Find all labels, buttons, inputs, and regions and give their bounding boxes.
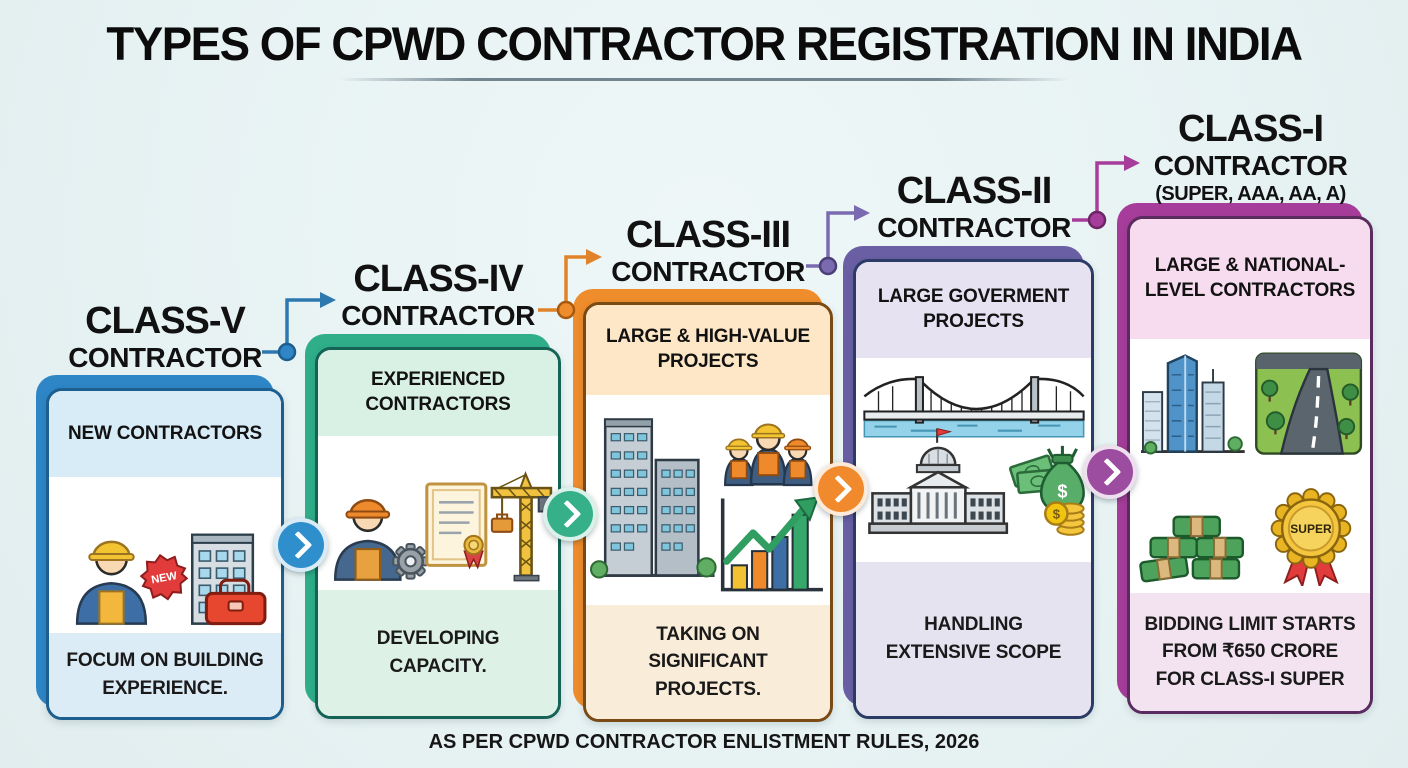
gold-coin-dollar: $ xyxy=(1052,507,1060,522)
class-v-heading-line1: CLASS-V xyxy=(85,300,246,342)
class-i-heading-line1: CLASS-I xyxy=(1178,108,1324,150)
step-arrow-iv-to-iii xyxy=(543,487,597,541)
class-ii-heading: CLASS-II CONTRACTOR xyxy=(844,172,1104,242)
skyscrapers-icon xyxy=(1141,354,1245,455)
class-iii-card: LARGE & HIGH-VALUE PROJECTS xyxy=(573,289,833,722)
class-i-description: BIDDING LIMIT STARTS FROM ₹650 CRORE FOR… xyxy=(1130,593,1370,711)
class-ii-card: LARGE GOVERMENT PROJECTS xyxy=(843,246,1094,719)
class-iii-heading-line2: CONTRACTOR xyxy=(611,256,805,287)
class-iv-illustration xyxy=(318,436,558,590)
class-i-heading: CLASS-I CONTRACTOR (SUPER, AAA, AA, A) xyxy=(1118,110,1383,204)
class-ii-description: HANDLING EXTENSIVE SCOPE xyxy=(856,562,1091,716)
class-iii-illustration xyxy=(586,395,830,605)
toolbox-icon xyxy=(204,578,267,626)
class-i-card-title: LARGE & NATIONAL-LEVEL CONTRACTORS xyxy=(1130,219,1370,339)
crane-icon xyxy=(490,471,553,582)
government-building-icon xyxy=(867,428,1008,535)
chevron-right-icon xyxy=(824,474,853,504)
class-i-illustration: SUPER xyxy=(1130,339,1370,593)
step-arrow-v-to-iv xyxy=(274,518,328,572)
class-iv-heading-line1: CLASS-IV xyxy=(353,258,523,300)
money-icon: $ $ xyxy=(1008,445,1085,536)
class-v-heading: CLASS-V CONTRACTOR xyxy=(35,302,295,372)
step-arrow-iii-to-ii xyxy=(814,462,868,516)
class-i-heading-line2: CONTRACTOR xyxy=(1153,150,1348,181)
class-iv-heading: CLASS-IV CONTRACTOR xyxy=(308,260,568,330)
new-badge-icon: NEW xyxy=(139,553,189,601)
class-iv-card-title: EXPERIENCED CONTRACTORS xyxy=(318,350,558,436)
gear-icon xyxy=(392,543,429,580)
workers-team-icon xyxy=(724,423,813,487)
class-iii-card-title: LARGE & HIGH-VALUE PROJECTS xyxy=(586,305,830,395)
super-badge-label: SUPER xyxy=(1290,522,1332,536)
class-i-heading-grades: (SUPER, AAA, AA, A) xyxy=(1155,183,1346,205)
office-buildings-icon xyxy=(590,418,717,579)
class-v-card: NEW CONTRACTORS xyxy=(36,375,284,720)
class-iii-heading: CLASS-III CONTRACTOR xyxy=(578,216,838,286)
class-v-illustration: NEW xyxy=(49,477,281,633)
class-v-description: FOCUM ON BUILDING EXPERIENCE. xyxy=(49,633,281,717)
class-ii-illustration: $ $ xyxy=(856,358,1091,562)
chevron-right-icon xyxy=(553,499,582,529)
class-ii-heading-line2: CONTRACTOR xyxy=(877,212,1071,243)
footnote: AS PER CPWD CONTRACTOR ENLISTMENT RULES,… xyxy=(428,731,980,753)
chevron-right-icon xyxy=(284,530,313,560)
class-i-card: LARGE & NATIONAL-LEVEL CONTRACTORS xyxy=(1117,203,1373,714)
money-bag-dollar: $ xyxy=(1057,481,1067,501)
class-iv-card: EXPERIENCED CONTRACTORS xyxy=(305,334,561,719)
class-iv-description: DEVELOPING CAPACITY. xyxy=(318,590,558,716)
step-arrow-ii-to-i xyxy=(1083,445,1137,499)
page-title: TYPES OF CPWD CONTRACTOR REGISTRATION IN… xyxy=(106,17,1303,70)
chevron-right-icon xyxy=(1093,457,1122,487)
new-badge-label: NEW xyxy=(150,570,178,586)
experienced-worker-icon xyxy=(333,499,402,581)
highway-icon xyxy=(1255,352,1363,455)
construction-worker-icon xyxy=(75,540,148,625)
class-iii-heading-line1: CLASS-III xyxy=(625,214,791,256)
cash-stacks-icon xyxy=(1139,515,1244,583)
title-divider xyxy=(339,78,1069,81)
class-iv-heading-line2: CONTRACTOR xyxy=(341,300,535,331)
super-badge-icon: SUPER xyxy=(1270,488,1352,586)
class-iii-description: TAKING ON SIGNIFICANT PROJECTS. xyxy=(586,605,830,719)
class-ii-card-title: LARGE GOVERMENT PROJECTS xyxy=(856,262,1091,358)
bridge-icon xyxy=(862,376,1085,438)
class-ii-heading-line1: CLASS-II xyxy=(896,170,1053,212)
certificate-icon xyxy=(425,482,488,570)
class-v-card-title: NEW CONTRACTORS xyxy=(49,391,281,477)
class-v-heading-line2: CONTRACTOR xyxy=(68,342,262,373)
growth-chart-icon xyxy=(720,496,823,592)
